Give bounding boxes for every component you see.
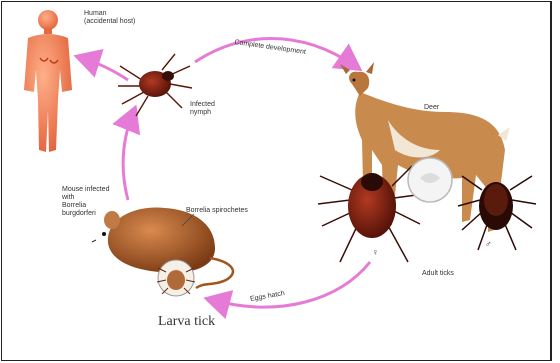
label-infected-nymph: Infected nymph — [190, 101, 215, 117]
arrow-mouse-to-nymph — [123, 113, 133, 200]
label-borrelia: Borrelia spirochetes — [186, 207, 248, 215]
label-larva: Larva tick — [158, 314, 215, 330]
nymph-tick — [118, 54, 192, 116]
label-human: Human (accidental host) — [84, 10, 135, 26]
arrow-nymph-to-human — [82, 58, 128, 80]
male-symbol: ♂ — [485, 240, 492, 248]
female-symbol: ♀ — [372, 248, 379, 256]
label-deer: Deer — [424, 104, 439, 112]
human-figure — [24, 10, 72, 152]
label-mouse: Mouse infected with Borrelia burgdorferi — [62, 186, 109, 218]
label-adult-ticks: Adult ticks — [422, 270, 454, 278]
arrow-ticks-to-larva — [212, 262, 370, 307]
